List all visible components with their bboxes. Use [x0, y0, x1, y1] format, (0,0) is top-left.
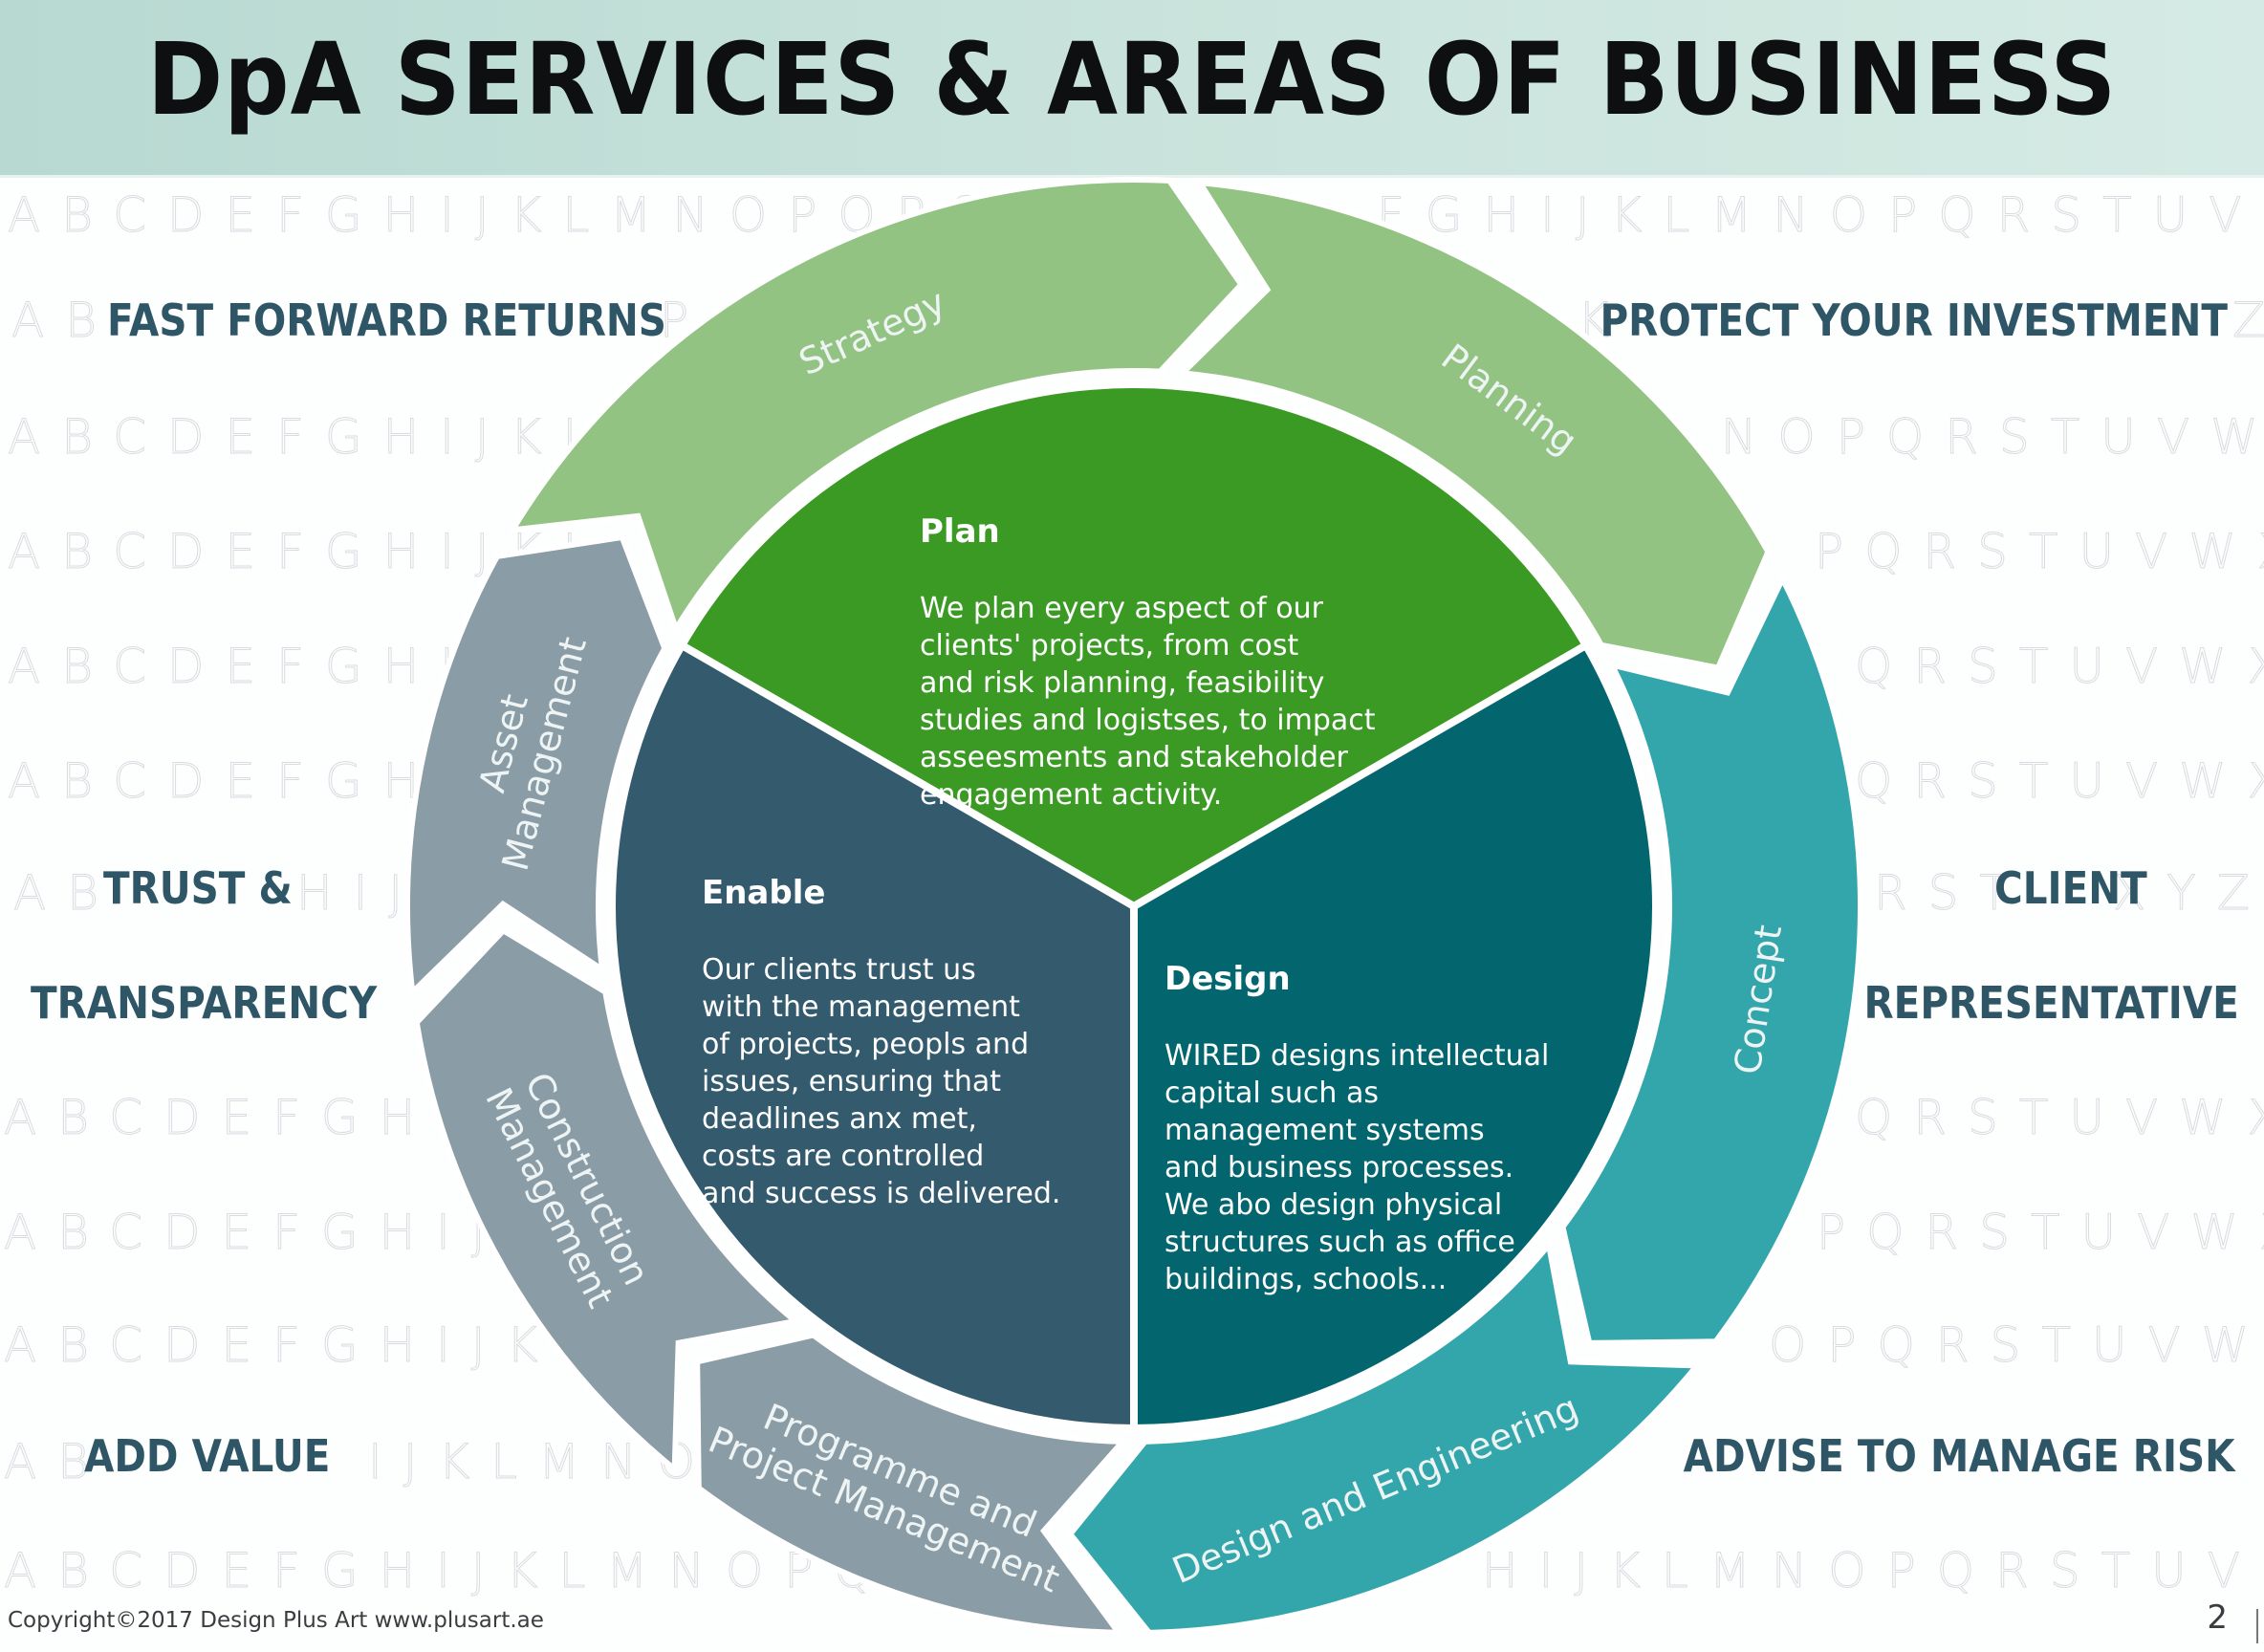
bg-letters: XYZ — [2112, 865, 2264, 922]
bg-letters: HIJKLMNOPQRSTUVWXY — [1481, 1543, 2264, 1599]
ring-segment-asset-management — [403, 533, 668, 999]
core-wedge-plan — [676, 380, 1592, 911]
tagline-transparency: TRANSPARENCY — [31, 977, 378, 1029]
tagline-fast-forward-returns: FAST FORWARD RETURNS — [107, 294, 666, 346]
bg-letters: ABCDEFGHIJKLM — [7, 409, 673, 466]
bg-letters: OPQRSTUVWXY — [1769, 1317, 2264, 1374]
bg-letters: NOPQRSTUVWXYZ — [1721, 409, 2264, 466]
bg-letters: QRSTUVWXYZ — [1855, 753, 2264, 810]
ring-segment-concept — [1559, 572, 1863, 1346]
core-enable-body: Our clients trust us with the management… — [702, 953, 1061, 1210]
bg-letters: QRSTUVWXYZ — [1855, 639, 2264, 695]
bg-letters: HIJ — [295, 865, 424, 922]
ring-segment-planning — [1176, 179, 1772, 672]
bg-letters: PQRSTUVWXYZ — [1815, 524, 2264, 580]
bg-letters: ABCDEFGHIJ — [4, 1090, 507, 1146]
core-plan-body: We plan eyery aspect of our clients' pro… — [920, 592, 1376, 812]
bg-letters: PQRSTUVWXY — [1817, 1205, 2264, 1261]
core-design-heading: Design — [1165, 960, 1291, 998]
page-title: DpA SERVICES & AREAS OF BUSINESS — [146, 21, 2118, 138]
ring-segment-programme-and-project-management — [694, 1332, 1129, 1636]
tagline-representative: REPRESENTATIVE — [1863, 977, 2239, 1029]
core-wedge-design — [1130, 640, 1660, 1433]
core-enable-text: Enable Our clients trust us with the man… — [702, 837, 1103, 1212]
tagline-client: CLIENT — [1994, 862, 2147, 914]
core-wedge-enable — [608, 640, 1138, 1433]
ring-segment-design-and-engineering — [1066, 1238, 1704, 1636]
bg-letters: ABCDEFGHIJKLMNOPQR — [3, 1543, 947, 1599]
ring-segment-construction-management — [413, 926, 802, 1476]
bg-letters: QRSTUVWXYZ — [1855, 1090, 2264, 1146]
bg-letters: RST — [1873, 865, 2031, 922]
tagline-trust: TRUST & — [103, 862, 293, 914]
bg-letters: ABCDEFGHIJ — [8, 753, 511, 810]
page-divider — [2256, 1609, 2258, 1643]
core-plan-text: Plan We plan eyery aspect of our clients… — [920, 476, 1417, 814]
bg-letters: FGHIJKLMNOPQRSTUVWXYZ — [1377, 187, 2264, 244]
core-plan-heading: Plan — [920, 512, 1000, 551]
bg-letters: AB — [4, 1434, 110, 1490]
core-enable-heading: Enable — [702, 874, 826, 912]
bg-letters: AB — [11, 293, 118, 349]
core-design-body: WIRED designs intellectual capital such … — [1165, 1039, 1550, 1296]
tagline-advise-to-manage-risk: ADVISE TO MANAGE RISK — [1684, 1430, 2235, 1482]
core-design-text: Design WIRED designs intellectual capita… — [1165, 924, 1585, 1298]
bg-letters: AB — [13, 865, 120, 922]
footer-copyright: Copyright©2017 Design Plus Art www.plusa… — [8, 1608, 544, 1633]
title-bar: DpA SERVICES & AREAS OF BUSINESS — [0, 0, 2264, 178]
tagline-add-value: ADD VALUE — [84, 1430, 331, 1482]
bg-letters: Z — [2231, 293, 2264, 349]
page-number: 2 — [2207, 1598, 2228, 1637]
ring-segment-strategy — [507, 177, 1246, 636]
tagline-protect-your-investment: PROTECT YOUR INVESTMENT — [1600, 294, 2228, 346]
